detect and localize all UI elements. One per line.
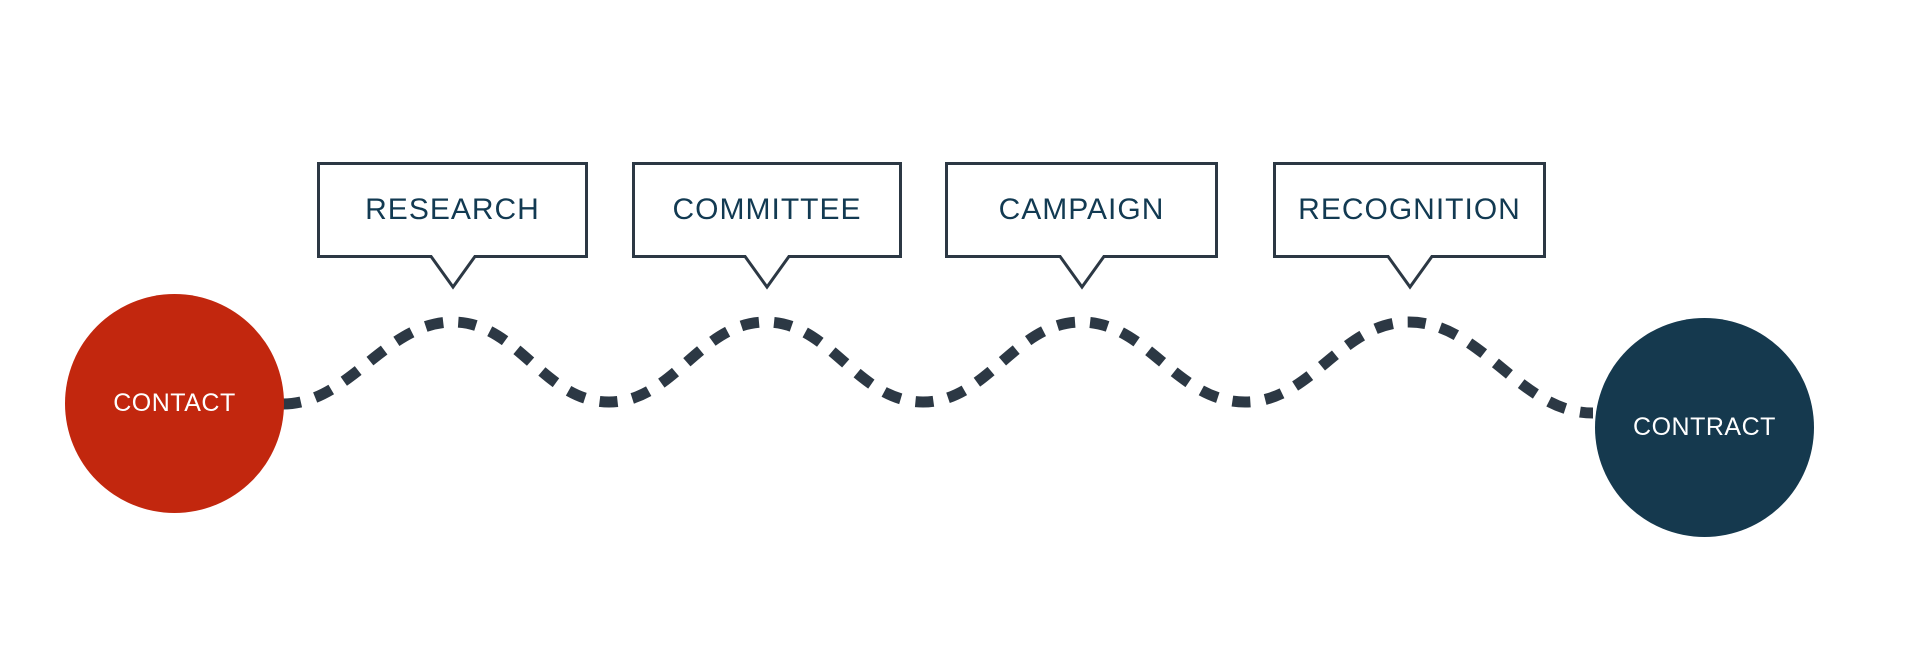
step-bubble-committee: COMMITTEE xyxy=(632,162,902,290)
bubble-tail-pointer xyxy=(1385,255,1434,290)
end-node-label: CONTRACT xyxy=(1633,413,1776,441)
step-bubble-research: RESEARCH xyxy=(317,162,588,290)
step-bubble-recognition: RECOGNITION xyxy=(1273,162,1546,290)
bubble-tail-pointer xyxy=(1057,255,1106,290)
step-bubble-campaign: CAMPAIGN xyxy=(945,162,1218,290)
end-node-contract: CONTRACT xyxy=(1595,318,1814,537)
step-label: CAMPAIGN xyxy=(998,193,1165,226)
bubble-tail-pointer xyxy=(428,255,477,290)
step-label: RESEARCH xyxy=(365,193,540,226)
step-label: RECOGNITION xyxy=(1298,193,1521,226)
start-node-label: CONTACT xyxy=(113,389,236,417)
step-label: COMMITTEE xyxy=(672,193,862,226)
start-node-contact: CONTACT xyxy=(65,294,284,513)
wave-line xyxy=(282,316,1594,419)
bubble-tail-pointer xyxy=(742,255,792,290)
